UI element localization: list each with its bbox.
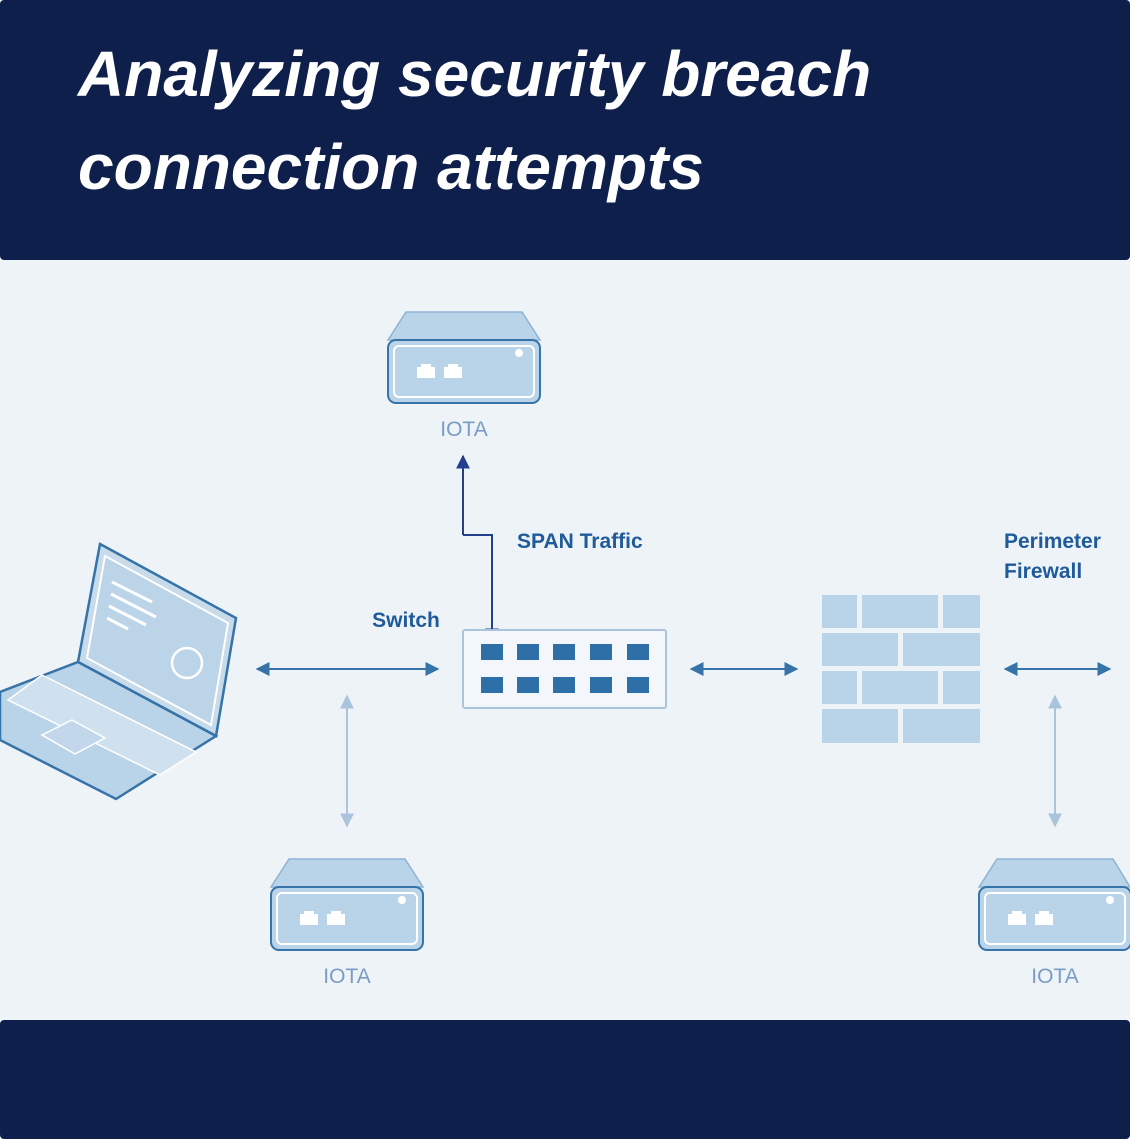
switch-ports (481, 644, 649, 693)
iota-device-bottom-left: IOTA (269, 858, 425, 988)
firewall-label-line2: Firewall (1004, 560, 1082, 583)
diagram-canvas: IOTA SPAN Traffic Switch (0, 311, 1130, 988)
network-diagram: IOTA SPAN Traffic Switch (0, 260, 1130, 1020)
switch-label: Switch (372, 609, 440, 632)
iota-device-icon (977, 858, 1130, 951)
iota-device-top: IOTA (386, 311, 542, 441)
laptop-icon (0, 542, 238, 801)
iota-top-label: IOTA (440, 418, 487, 441)
iota-bottom-left-label: IOTA (323, 965, 370, 988)
iota-bottom-right-label: IOTA (1031, 965, 1078, 988)
iota-device-icon (386, 311, 542, 404)
page-title: Analyzing security breach connection att… (78, 28, 1078, 214)
footer-banner (0, 1020, 1130, 1139)
firewall-label-line1: Perimeter (1004, 530, 1101, 553)
span-traffic-connector (456, 454, 499, 643)
iota-device-bottom-right: IOTA (977, 858, 1130, 988)
title-line-1: Analyzing security breach (78, 38, 872, 110)
network-switch-icon (462, 629, 667, 709)
iota-device-icon (269, 858, 425, 951)
header-banner: Analyzing security breach connection att… (0, 0, 1130, 260)
span-traffic-label: SPAN Traffic (517, 530, 643, 553)
title-line-2: connection attempts (78, 131, 704, 203)
firewall-icon (822, 595, 980, 743)
